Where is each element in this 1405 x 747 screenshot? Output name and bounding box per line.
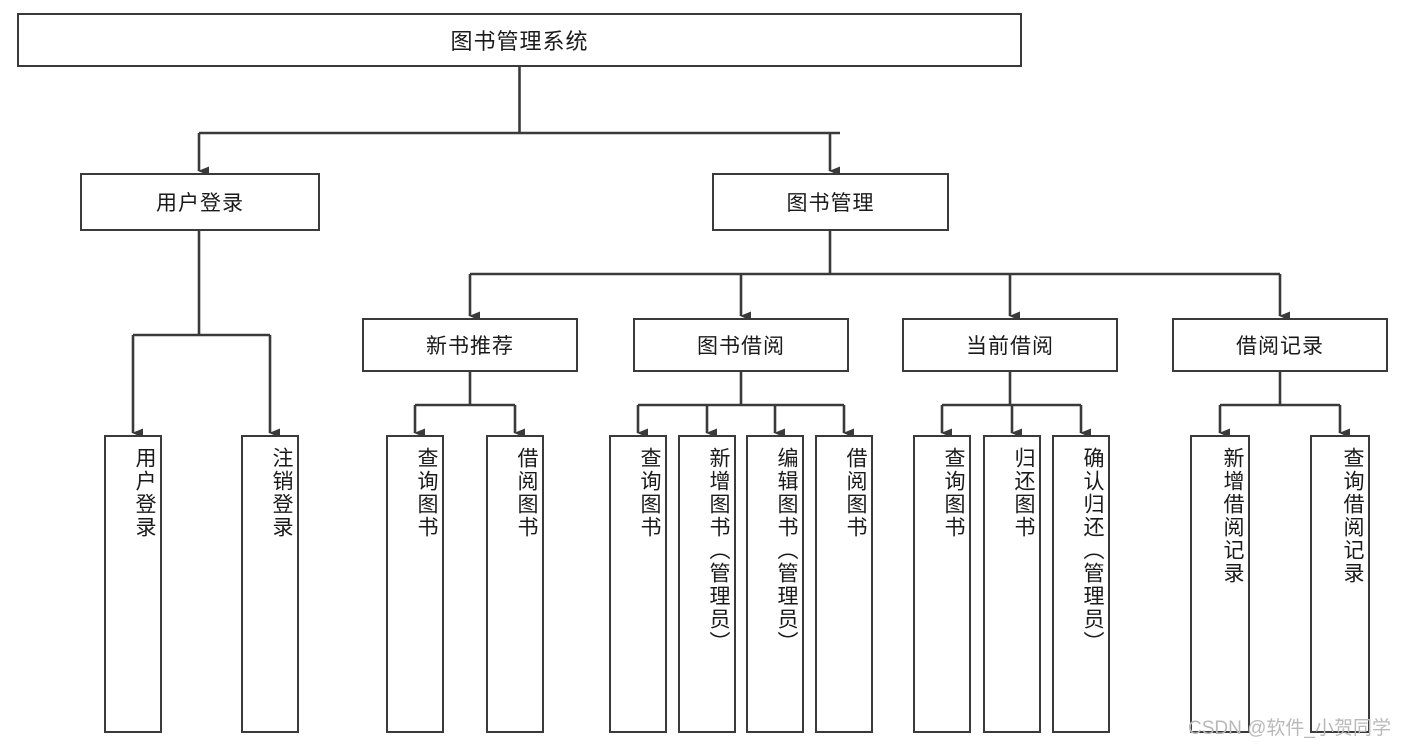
- node-borrow-record-label: 借阅记录: [1236, 335, 1324, 358]
- csdn-watermark: CSDN @软件_小贺同学: [1188, 718, 1391, 739]
- node-current-borrow-label: 当前借阅: [966, 335, 1054, 358]
- leaf-query-book-recommend[interactable]: 查询图书: [386, 435, 444, 733]
- leaf-query-borrow-record-label: 查询借阅记录: [1341, 447, 1364, 585]
- node-borrow-record[interactable]: 借阅记录: [1172, 318, 1388, 372]
- leaf-query-book-current[interactable]: 查询图书: [913, 435, 971, 733]
- leaf-add-borrow-record-label: 新增借阅记录: [1221, 447, 1244, 585]
- node-new-book-recommend[interactable]: 新书推荐: [362, 318, 578, 372]
- leaf-user-login-label: 用户登录: [133, 447, 156, 539]
- node-book-borrow[interactable]: 图书借阅: [633, 318, 849, 372]
- node-book-manage[interactable]: 图书管理: [712, 173, 949, 231]
- leaf-return-book-label: 归还图书: [1012, 447, 1035, 539]
- node-book-borrow-label: 图书借阅: [697, 335, 785, 358]
- node-root[interactable]: 图书管理系统: [17, 13, 1022, 67]
- node-book-manage-label: 图书管理: [786, 192, 875, 215]
- leaf-user-logout[interactable]: 注销登录: [241, 435, 299, 733]
- leaf-add-borrow-record[interactable]: 新增借阅记录: [1190, 435, 1250, 733]
- leaf-borrow-book-label: 借阅图书: [844, 447, 867, 539]
- leaf-edit-book-label: 编辑图书（管理员）: [775, 447, 798, 654]
- leaf-confirm-return-label: 确认归还（管理员）: [1081, 447, 1104, 654]
- leaf-user-login[interactable]: 用户登录: [104, 435, 162, 733]
- leaf-query-book-current-label: 查询图书: [942, 447, 965, 539]
- node-root-label: 图书管理系统: [450, 29, 589, 54]
- node-current-borrow[interactable]: 当前借阅: [902, 318, 1118, 372]
- leaf-confirm-return[interactable]: 确认归还（管理员）: [1052, 435, 1110, 733]
- leaf-borrow-book-recommend-label: 借阅图书: [515, 447, 538, 539]
- leaf-return-book[interactable]: 归还图书: [983, 435, 1041, 733]
- node-user-login[interactable]: 用户登录: [80, 173, 320, 231]
- leaf-query-borrow-record[interactable]: 查询借阅记录: [1310, 435, 1370, 733]
- leaf-borrow-book-recommend[interactable]: 借阅图书: [486, 435, 544, 733]
- leaf-query-book-borrow-label: 查询图书: [638, 447, 661, 539]
- leaf-add-book[interactable]: 新增图书（管理员）: [678, 435, 736, 733]
- leaf-query-book-recommend-label: 查询图书: [415, 447, 438, 539]
- node-new-book-recommend-label: 新书推荐: [426, 335, 514, 358]
- leaf-user-logout-label: 注销登录: [270, 447, 293, 539]
- leaf-borrow-book[interactable]: 借阅图书: [815, 435, 873, 733]
- leaf-add-book-label: 新增图书（管理员）: [707, 447, 730, 654]
- node-user-login-label: 用户登录: [156, 192, 244, 215]
- leaf-edit-book[interactable]: 编辑图书（管理员）: [746, 435, 804, 733]
- leaf-query-book-borrow[interactable]: 查询图书: [609, 435, 667, 733]
